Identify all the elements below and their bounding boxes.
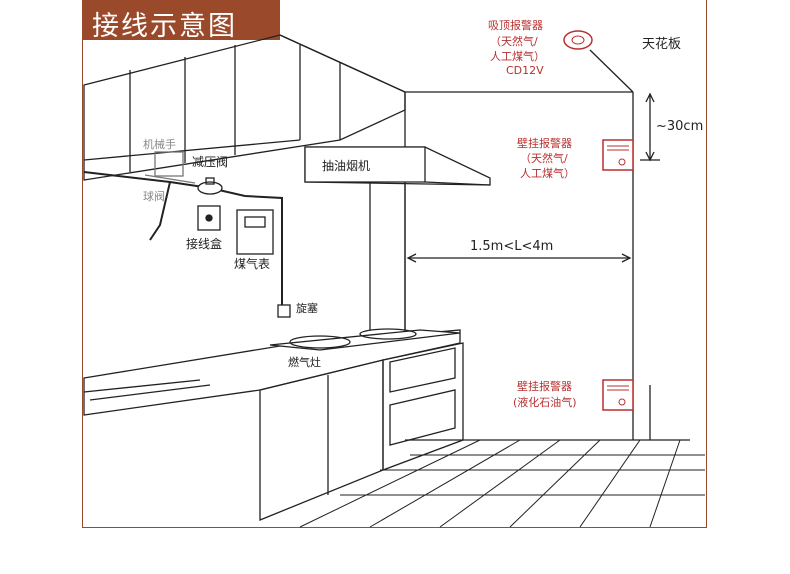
wall-detector-upper (602, 139, 634, 171)
wall-detector-upper-line1: 壁挂报警器 (517, 136, 572, 150)
junction-box (197, 205, 221, 231)
ball-valve (144, 151, 196, 184)
gas-meter-label: 煤气表 (234, 256, 270, 271)
ball-valve-label: 球阀 (143, 189, 165, 203)
upper-cabinets (83, 34, 406, 181)
gas-stove (269, 328, 461, 351)
ceiling-gap-label: ~30cm (656, 119, 703, 134)
range-hood (304, 146, 491, 330)
distance-label: 1.5m<L<4m (470, 239, 553, 254)
title-bar (82, 0, 280, 40)
junction-box-label: 接线盒 (186, 236, 222, 251)
floor-tiles (299, 439, 705, 528)
ceiling-label: 天花板 (642, 36, 681, 52)
ceiling-detector (563, 30, 593, 50)
ceiling-detector-voltage: CD12V (506, 64, 544, 77)
gas-pipe (83, 171, 283, 305)
ceiling-detector-line2: （天然气/ (490, 34, 538, 48)
pressure-valve-label: 减压阀 (192, 155, 228, 169)
wall-detector-lower-line2: (液化石油气) (513, 395, 577, 409)
ceiling-detector-leader (589, 49, 634, 93)
wall-detector-upper-line2: （天然气/ (520, 151, 568, 165)
gas-meter (236, 209, 274, 255)
pressure-valve (197, 177, 223, 195)
diagram-title: 接线示意图 (92, 11, 237, 42)
hood-label: 抽油烟机 (322, 159, 370, 173)
ceiling-gap-arrow (640, 92, 660, 162)
wall-detector-lower-line1: 壁挂报警器 (517, 379, 572, 393)
diagram-frame (82, 0, 707, 528)
stove-label: 燃气灶 (288, 355, 321, 369)
plug-valve (277, 304, 291, 318)
wall-detector-lower (602, 379, 634, 411)
ceiling-detector-line3: 人工煤气） (490, 49, 545, 63)
distance-arrow (406, 253, 632, 263)
plug-label: 旋塞 (296, 301, 318, 315)
wall-detector-upper-line3: 人工煤气） (520, 166, 575, 180)
manipulator-label: 机械手 (143, 137, 176, 151)
ceiling-detector-line1: 吸顶报警器 (488, 18, 543, 32)
